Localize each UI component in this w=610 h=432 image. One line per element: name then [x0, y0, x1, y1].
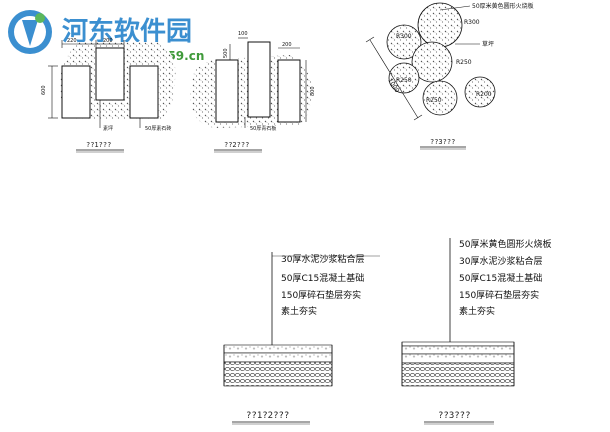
radius-label: R200	[476, 91, 492, 98]
watermark-title: 河东软件园	[62, 16, 192, 47]
layer-label: 30厚水泥沙浆粘合层	[281, 253, 364, 265]
section-2: 50厚米黄色圆形火烧板 30厚水泥沙浆粘合层 50厚C15混凝土基础 150厚碎…	[401, 238, 551, 425]
dim-label: 800	[310, 86, 316, 96]
stepping-stone	[277, 59, 301, 123]
layer-label: 素土夯实	[459, 305, 495, 317]
radius-label: R300	[464, 19, 480, 26]
layer-label: 50厚米黄色圆形火烧板	[459, 238, 551, 250]
gravel-layer	[223, 361, 333, 387]
watermark-logo-icon	[8, 10, 52, 54]
stepping-stone	[95, 47, 125, 101]
leader-label: 素坪	[103, 125, 113, 132]
paving-slab	[401, 341, 515, 347]
layer-label: 素土夯实	[281, 305, 317, 317]
concrete-layer	[223, 352, 333, 363]
stepping-stone	[215, 59, 239, 123]
layer-label: 50厚C15混凝土基础	[459, 272, 542, 284]
detail-caption: ??3???	[430, 138, 455, 146]
radius-label: R250	[396, 77, 412, 84]
section-1: 30厚水泥沙浆粘合层 50厚C15混凝土基础 150厚碎石垫层夯实 素土夯实 ?…	[223, 252, 380, 425]
radius-label: R250	[456, 59, 472, 66]
detail-caption: ??1???	[86, 141, 111, 149]
dim-label: 200	[103, 38, 113, 44]
detail-caption: ??1?2???	[246, 411, 289, 421]
dim-label: 500	[223, 48, 229, 58]
gravel-layer	[401, 362, 515, 387]
layer-label: 50厚C15混凝土基础	[281, 272, 364, 284]
round-stone	[386, 24, 422, 60]
detail-2: 100 200 500 800 50厚青石板 ??2???	[190, 31, 316, 153]
round-stone	[464, 76, 496, 108]
leader-label: 50厚米黄色圆形火烧板	[472, 2, 534, 10]
detail-caption: ??2???	[224, 141, 249, 149]
round-stone	[422, 80, 458, 116]
round-stone	[411, 41, 453, 83]
layer-label: 150厚碎石垫层夯实	[281, 289, 361, 301]
stepping-stone	[129, 65, 159, 119]
detail-3: R300 R300 R250 R250 R250 R200 50厚米黄色圆形火烧…	[365, 2, 534, 150]
stepping-stone	[61, 65, 91, 119]
leader-label: 50厚素石砖	[145, 125, 171, 132]
leader-label: 草坪	[482, 40, 494, 48]
round-stone	[388, 62, 420, 94]
layer-label: 150厚碎石垫层夯实	[459, 289, 539, 301]
dim-label: 600	[41, 85, 47, 95]
mortar-layer	[223, 344, 333, 354]
dim-label: 200	[282, 42, 292, 48]
leader-label: 50厚青石板	[250, 125, 276, 132]
round-stone	[417, 2, 463, 48]
dim-label: 100	[238, 31, 248, 37]
dim-label: 220	[67, 38, 77, 44]
stepping-stone	[247, 41, 271, 118]
detail-caption: ??3???	[438, 411, 471, 421]
mortar-layer	[401, 345, 515, 355]
radius-label: R300	[396, 33, 412, 40]
layer-label: 30厚水泥沙浆粘合层	[459, 255, 542, 267]
concrete-layer	[401, 353, 515, 364]
detail-1: 220 200 600 素坪 50厚素石砖 ??1???	[41, 38, 176, 153]
radius-label: R250	[426, 97, 442, 104]
